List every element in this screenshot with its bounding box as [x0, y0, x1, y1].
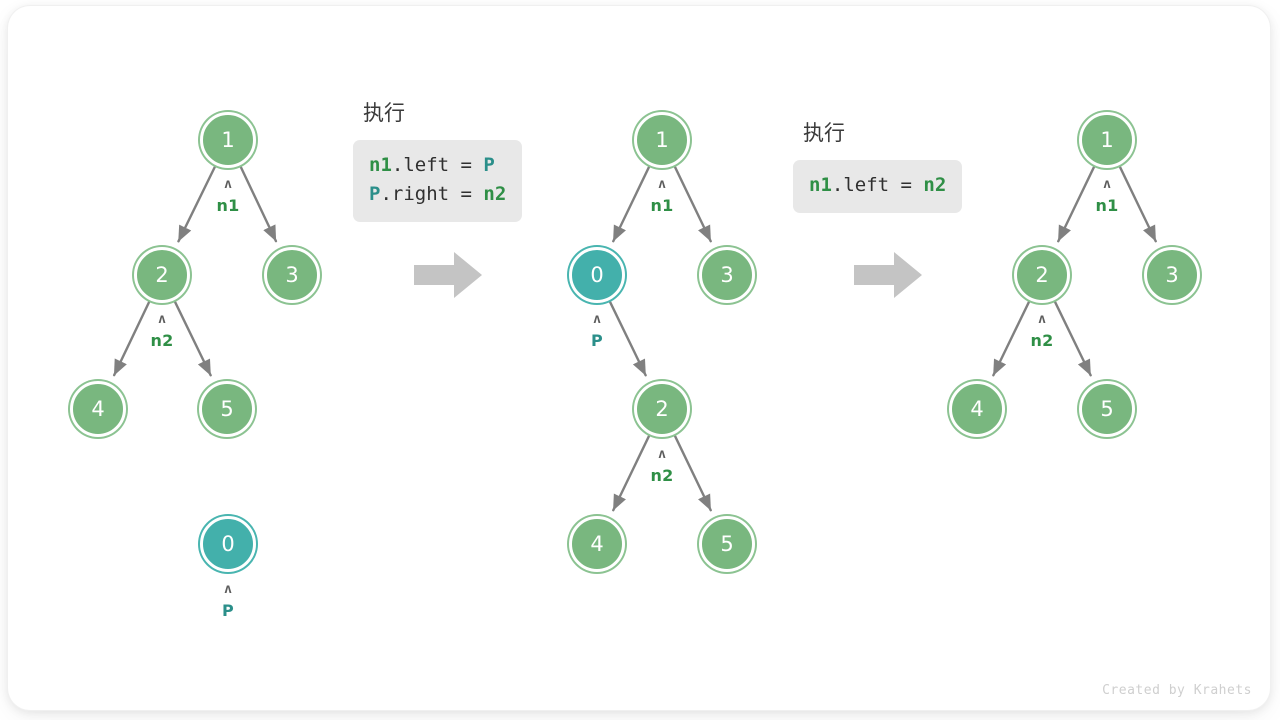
tree-edge: [173, 300, 212, 377]
code-token: n2: [923, 174, 947, 196]
pointer-label-n1: ʌ n1: [1067, 177, 1147, 215]
tree-edge: [673, 165, 712, 243]
caret-up-icon: ʌ: [658, 447, 666, 462]
transition-arrow-2-icon: [854, 252, 922, 298]
tree-node-3: 3: [264, 247, 320, 303]
tree-node-value: 5: [720, 532, 734, 556]
pointer-name: n1: [650, 196, 674, 215]
tree-node-3: 3: [1144, 247, 1200, 303]
pointer-label-n2: ʌ n2: [122, 312, 202, 350]
code-token: P: [483, 154, 495, 176]
tree-node-4: 4: [70, 381, 126, 437]
caret-up-icon: ʌ: [1038, 312, 1046, 327]
tree-node-value: 5: [1100, 397, 1114, 421]
tree-edge: [177, 165, 217, 243]
step-3-title: 执行: [803, 121, 845, 145]
caret-up-icon: ʌ: [1103, 177, 1111, 192]
tree-edge: [1118, 165, 1157, 243]
pointer-label-n2: ʌ n2: [1002, 312, 1082, 350]
caret-up-icon: ʌ: [658, 177, 666, 192]
caret-up-icon: ʌ: [224, 177, 232, 192]
tree-node-value: 1: [1100, 128, 1114, 152]
tree-node-value: 0: [221, 532, 235, 556]
transition-arrow-1-icon: [414, 252, 482, 298]
tree-node-value: 3: [285, 263, 299, 287]
tree-edge: [673, 434, 712, 512]
tree-node-3: 3: [699, 247, 755, 303]
caret-up-icon: ʌ: [593, 312, 601, 327]
pointer-name: P: [590, 331, 604, 350]
tree-edge: [608, 300, 647, 377]
tree-node-0: 0: [200, 516, 256, 572]
tree-node-value: 3: [720, 263, 734, 287]
tree-node-value: 4: [91, 397, 105, 421]
tree-node-value: 4: [590, 532, 604, 556]
tree-node-value: 2: [655, 397, 669, 421]
tree-edge: [612, 165, 651, 243]
code-token: .left =: [831, 174, 924, 196]
tree-edge: [612, 434, 651, 512]
tree-node-value: 1: [655, 128, 669, 152]
tree-edge: [992, 300, 1031, 377]
code-token: P: [369, 183, 381, 205]
edge-group: [112, 165, 1157, 512]
code-line: P.right = n2: [369, 180, 506, 209]
pointer-name: P: [221, 601, 235, 620]
caret-up-icon: ʌ: [224, 582, 232, 597]
pointer-name: n1: [1095, 196, 1119, 215]
caret-up-icon: ʌ: [158, 312, 166, 327]
tree-node-1: 1: [1079, 112, 1135, 168]
pointer-name: n1: [216, 196, 240, 215]
tree-node-2: 2: [134, 247, 190, 303]
pointer-name: n2: [1030, 331, 1054, 350]
pointer-name: n2: [650, 466, 674, 485]
code-line: n1.left = P: [369, 151, 506, 180]
code-line: n1.left = n2: [809, 171, 946, 200]
tree-node-value: 1: [221, 128, 235, 152]
code-token: .left =: [391, 154, 484, 176]
code-token: n1: [809, 174, 832, 196]
tree-node-value: 2: [1035, 263, 1049, 287]
tree-node-2: 2: [1014, 247, 1070, 303]
pointer-label-n2: ʌ n2: [622, 447, 702, 485]
watermark-credit: Created by Krahets: [1102, 683, 1252, 698]
step-2-title: 执行: [363, 101, 405, 125]
pointer-name: n2: [150, 331, 174, 350]
tree-edge: [112, 300, 151, 377]
tree-node-5: 5: [1079, 381, 1135, 437]
tree-node-value: 0: [590, 263, 604, 287]
code-token: n2: [483, 183, 507, 205]
tree-edge: [239, 165, 278, 243]
pointer-label-n1: ʌ n1: [188, 177, 268, 215]
tree-node-2: 2: [634, 381, 690, 437]
tree-node-0: 0: [569, 247, 625, 303]
tree-node-value: 3: [1165, 263, 1179, 287]
tree-node-4: 4: [569, 516, 625, 572]
tree-edge: [1057, 165, 1096, 243]
tree-node-value: 5: [220, 397, 234, 421]
tree-node-value: 4: [970, 397, 984, 421]
tree-node-value: 2: [155, 263, 169, 287]
code-token: n1: [369, 154, 392, 176]
tree-node-1: 1: [200, 112, 256, 168]
tree-node-1: 1: [634, 112, 690, 168]
pointer-label-n1: ʌ n1: [622, 177, 702, 215]
code-token: .right =: [380, 183, 484, 205]
tree-node-5: 5: [699, 516, 755, 572]
tree-edge: [1053, 300, 1092, 377]
step-3-code-block: n1.left = n2: [793, 160, 963, 213]
tree-node-4: 4: [949, 381, 1005, 437]
tree-node-5: 5: [199, 381, 255, 437]
